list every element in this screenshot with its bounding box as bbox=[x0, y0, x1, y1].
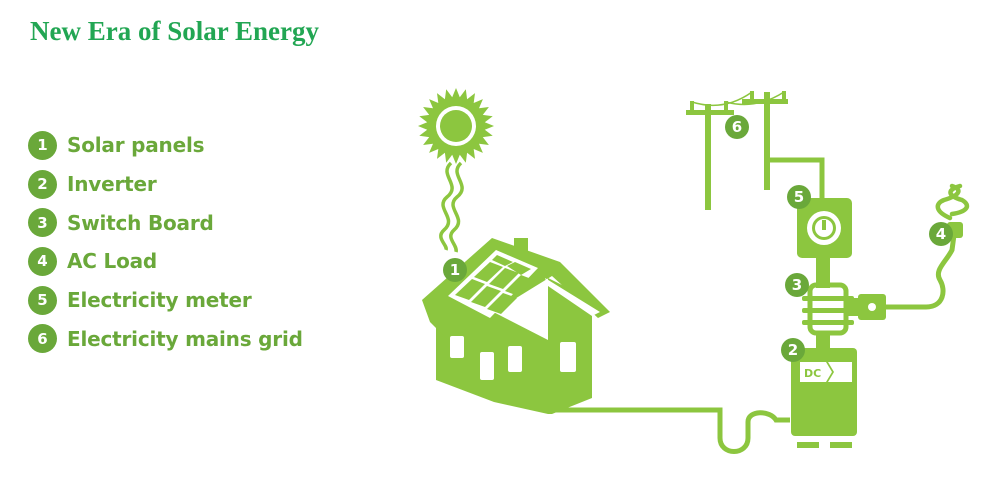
svg-text:6: 6 bbox=[732, 118, 742, 136]
legend-badge: 4 bbox=[28, 246, 57, 276]
marker-electricity-mains-grid: 6 bbox=[725, 115, 749, 139]
page-title: New Era of Solar Energy bbox=[30, 16, 319, 46]
switch-connector bbox=[816, 333, 830, 349]
marker-electricity-meter: 5 bbox=[787, 185, 811, 209]
svg-text:2: 2 bbox=[788, 341, 798, 359]
legend-item-solar-panels: 1 Solar panels bbox=[28, 126, 303, 165]
ac-label: AC bbox=[835, 367, 852, 380]
legend-badge: 2 bbox=[28, 169, 57, 199]
legend-label: Electricity meter bbox=[67, 288, 252, 313]
legend-label: AC Load bbox=[67, 249, 158, 274]
house-icon bbox=[422, 238, 610, 414]
legend-badge: 1 bbox=[28, 130, 57, 160]
switch-board-icon bbox=[802, 282, 854, 336]
marker-switch-board: 3 bbox=[785, 273, 809, 297]
legend-list: 1 Solar panels 2 Inverter 3 Switch Board… bbox=[28, 126, 303, 358]
sunlight-rays bbox=[439, 161, 464, 253]
svg-text:4: 4 bbox=[936, 225, 946, 243]
sun-icon bbox=[418, 88, 494, 164]
marker-ac-load: 4 bbox=[929, 222, 953, 246]
legend-badge: 5 bbox=[28, 285, 57, 315]
inverter-icon: DC AC bbox=[791, 348, 857, 448]
legend-item-ac-load: 4 AC Load bbox=[28, 242, 303, 281]
legend-label: Inverter bbox=[67, 172, 157, 197]
power-pole-icon bbox=[686, 91, 788, 210]
svg-text:3: 3 bbox=[792, 276, 802, 294]
plug-icon bbox=[848, 234, 957, 320]
legend-label: Solar panels bbox=[67, 133, 205, 158]
svg-text:1: 1 bbox=[450, 261, 460, 279]
svg-text:5: 5 bbox=[794, 188, 804, 206]
legend-item-electricity-meter: 5 Electricity meter bbox=[28, 281, 303, 320]
legend-badge: 3 bbox=[28, 208, 57, 238]
legend-item-electricity-mains-grid: 6 Electricity mains grid bbox=[28, 319, 303, 358]
marker-solar-panels: 1 bbox=[443, 258, 467, 282]
pole-to-meter-wire bbox=[770, 157, 825, 200]
marker-inverter: 2 bbox=[781, 338, 805, 362]
meter-icon bbox=[797, 198, 852, 258]
meter-connector bbox=[816, 258, 830, 288]
dc-label: DC bbox=[804, 367, 821, 380]
legend-label: Electricity mains grid bbox=[67, 326, 303, 351]
legend-item-switch-board: 3 Switch Board bbox=[28, 203, 303, 242]
legend-item-inverter: 2 Inverter bbox=[28, 165, 303, 204]
legend-badge: 6 bbox=[28, 324, 57, 354]
solar-panel-icon bbox=[448, 250, 538, 318]
house-to-inverter-cable bbox=[552, 407, 790, 454]
legend-label: Switch Board bbox=[67, 210, 214, 235]
